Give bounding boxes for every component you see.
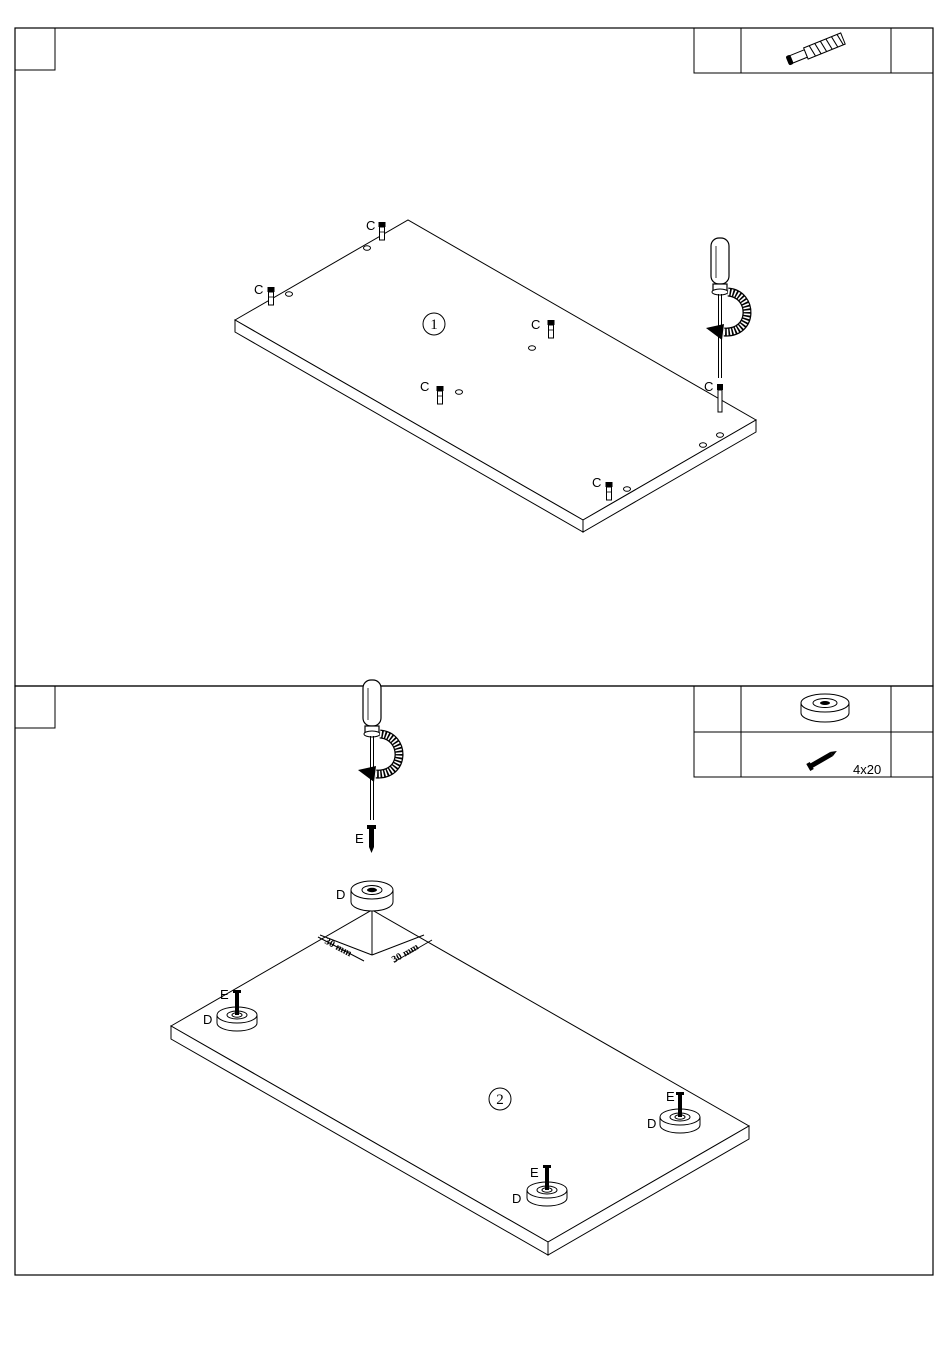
foot-label: D bbox=[336, 887, 345, 902]
step-1-parts-legend bbox=[694, 28, 933, 73]
cam-bolt-label: C bbox=[254, 282, 263, 297]
panel-board-2 bbox=[171, 910, 749, 1255]
wood-screw-icon bbox=[806, 748, 839, 771]
part-number-2: 2 bbox=[489, 1088, 511, 1110]
foot-label: D bbox=[512, 1191, 521, 1206]
cam-bolt-label: C bbox=[531, 317, 540, 332]
wood-screw-icon bbox=[367, 825, 376, 853]
screwdriver-icon bbox=[358, 680, 399, 820]
foot-label: D bbox=[647, 1116, 656, 1131]
cam-bolt-label: C bbox=[704, 379, 713, 394]
step-2-parts-legend: 4x20 bbox=[694, 686, 933, 777]
foot-being-installed: D E bbox=[336, 825, 393, 911]
svg-text:2: 2 bbox=[496, 1092, 504, 1108]
step-2-panel: 4x20 30 mm 30 mm D bbox=[15, 680, 933, 1275]
screw-label: E bbox=[355, 831, 364, 846]
screwdriver-icon bbox=[706, 238, 747, 378]
screw-label: E bbox=[530, 1165, 539, 1180]
screw-label: E bbox=[220, 987, 229, 1002]
part-number-1: 1 bbox=[423, 313, 445, 335]
cam-bolt-label: C bbox=[420, 379, 429, 394]
screw-label: E bbox=[666, 1089, 675, 1104]
cam-bolt-label: C bbox=[592, 475, 601, 490]
cam-bolt-icon bbox=[785, 33, 845, 67]
panel-board-1 bbox=[235, 220, 756, 532]
furniture-foot-icon bbox=[801, 694, 849, 722]
foot-label: D bbox=[203, 1012, 212, 1027]
step-1-panel: C C C C C C 1 bbox=[15, 28, 933, 686]
screw-size-label: 4x20 bbox=[853, 762, 881, 777]
svg-text:1: 1 bbox=[430, 317, 438, 333]
cam-bolt-label: C bbox=[366, 218, 375, 233]
